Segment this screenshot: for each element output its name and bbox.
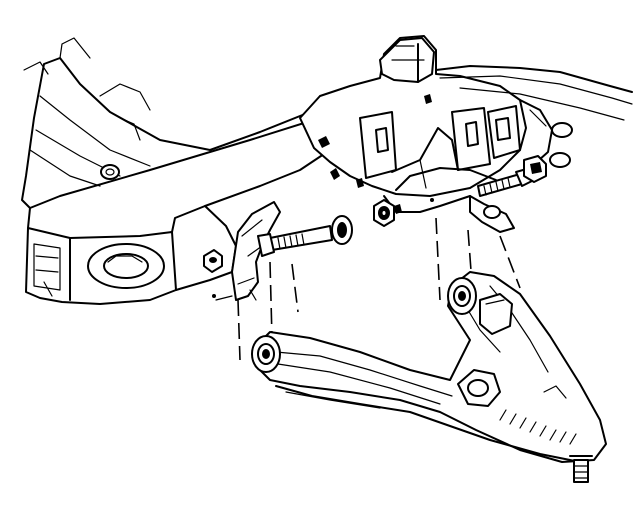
alignment-lines (237, 217, 521, 361)
front-pivot-washer (331, 215, 353, 245)
rear-pivot-bolt (477, 167, 535, 197)
frame-crossmember (21, 37, 351, 305)
front-pivot-nut (373, 199, 395, 227)
suspension-bracket-rear (299, 35, 633, 233)
front-pivot-bolt (257, 225, 333, 257)
front-bushing (251, 335, 281, 373)
ball-joint-stud (569, 455, 593, 483)
control-arm (255, 271, 607, 463)
rear-pivot-nut (523, 155, 547, 183)
rear-bushing (447, 277, 477, 315)
